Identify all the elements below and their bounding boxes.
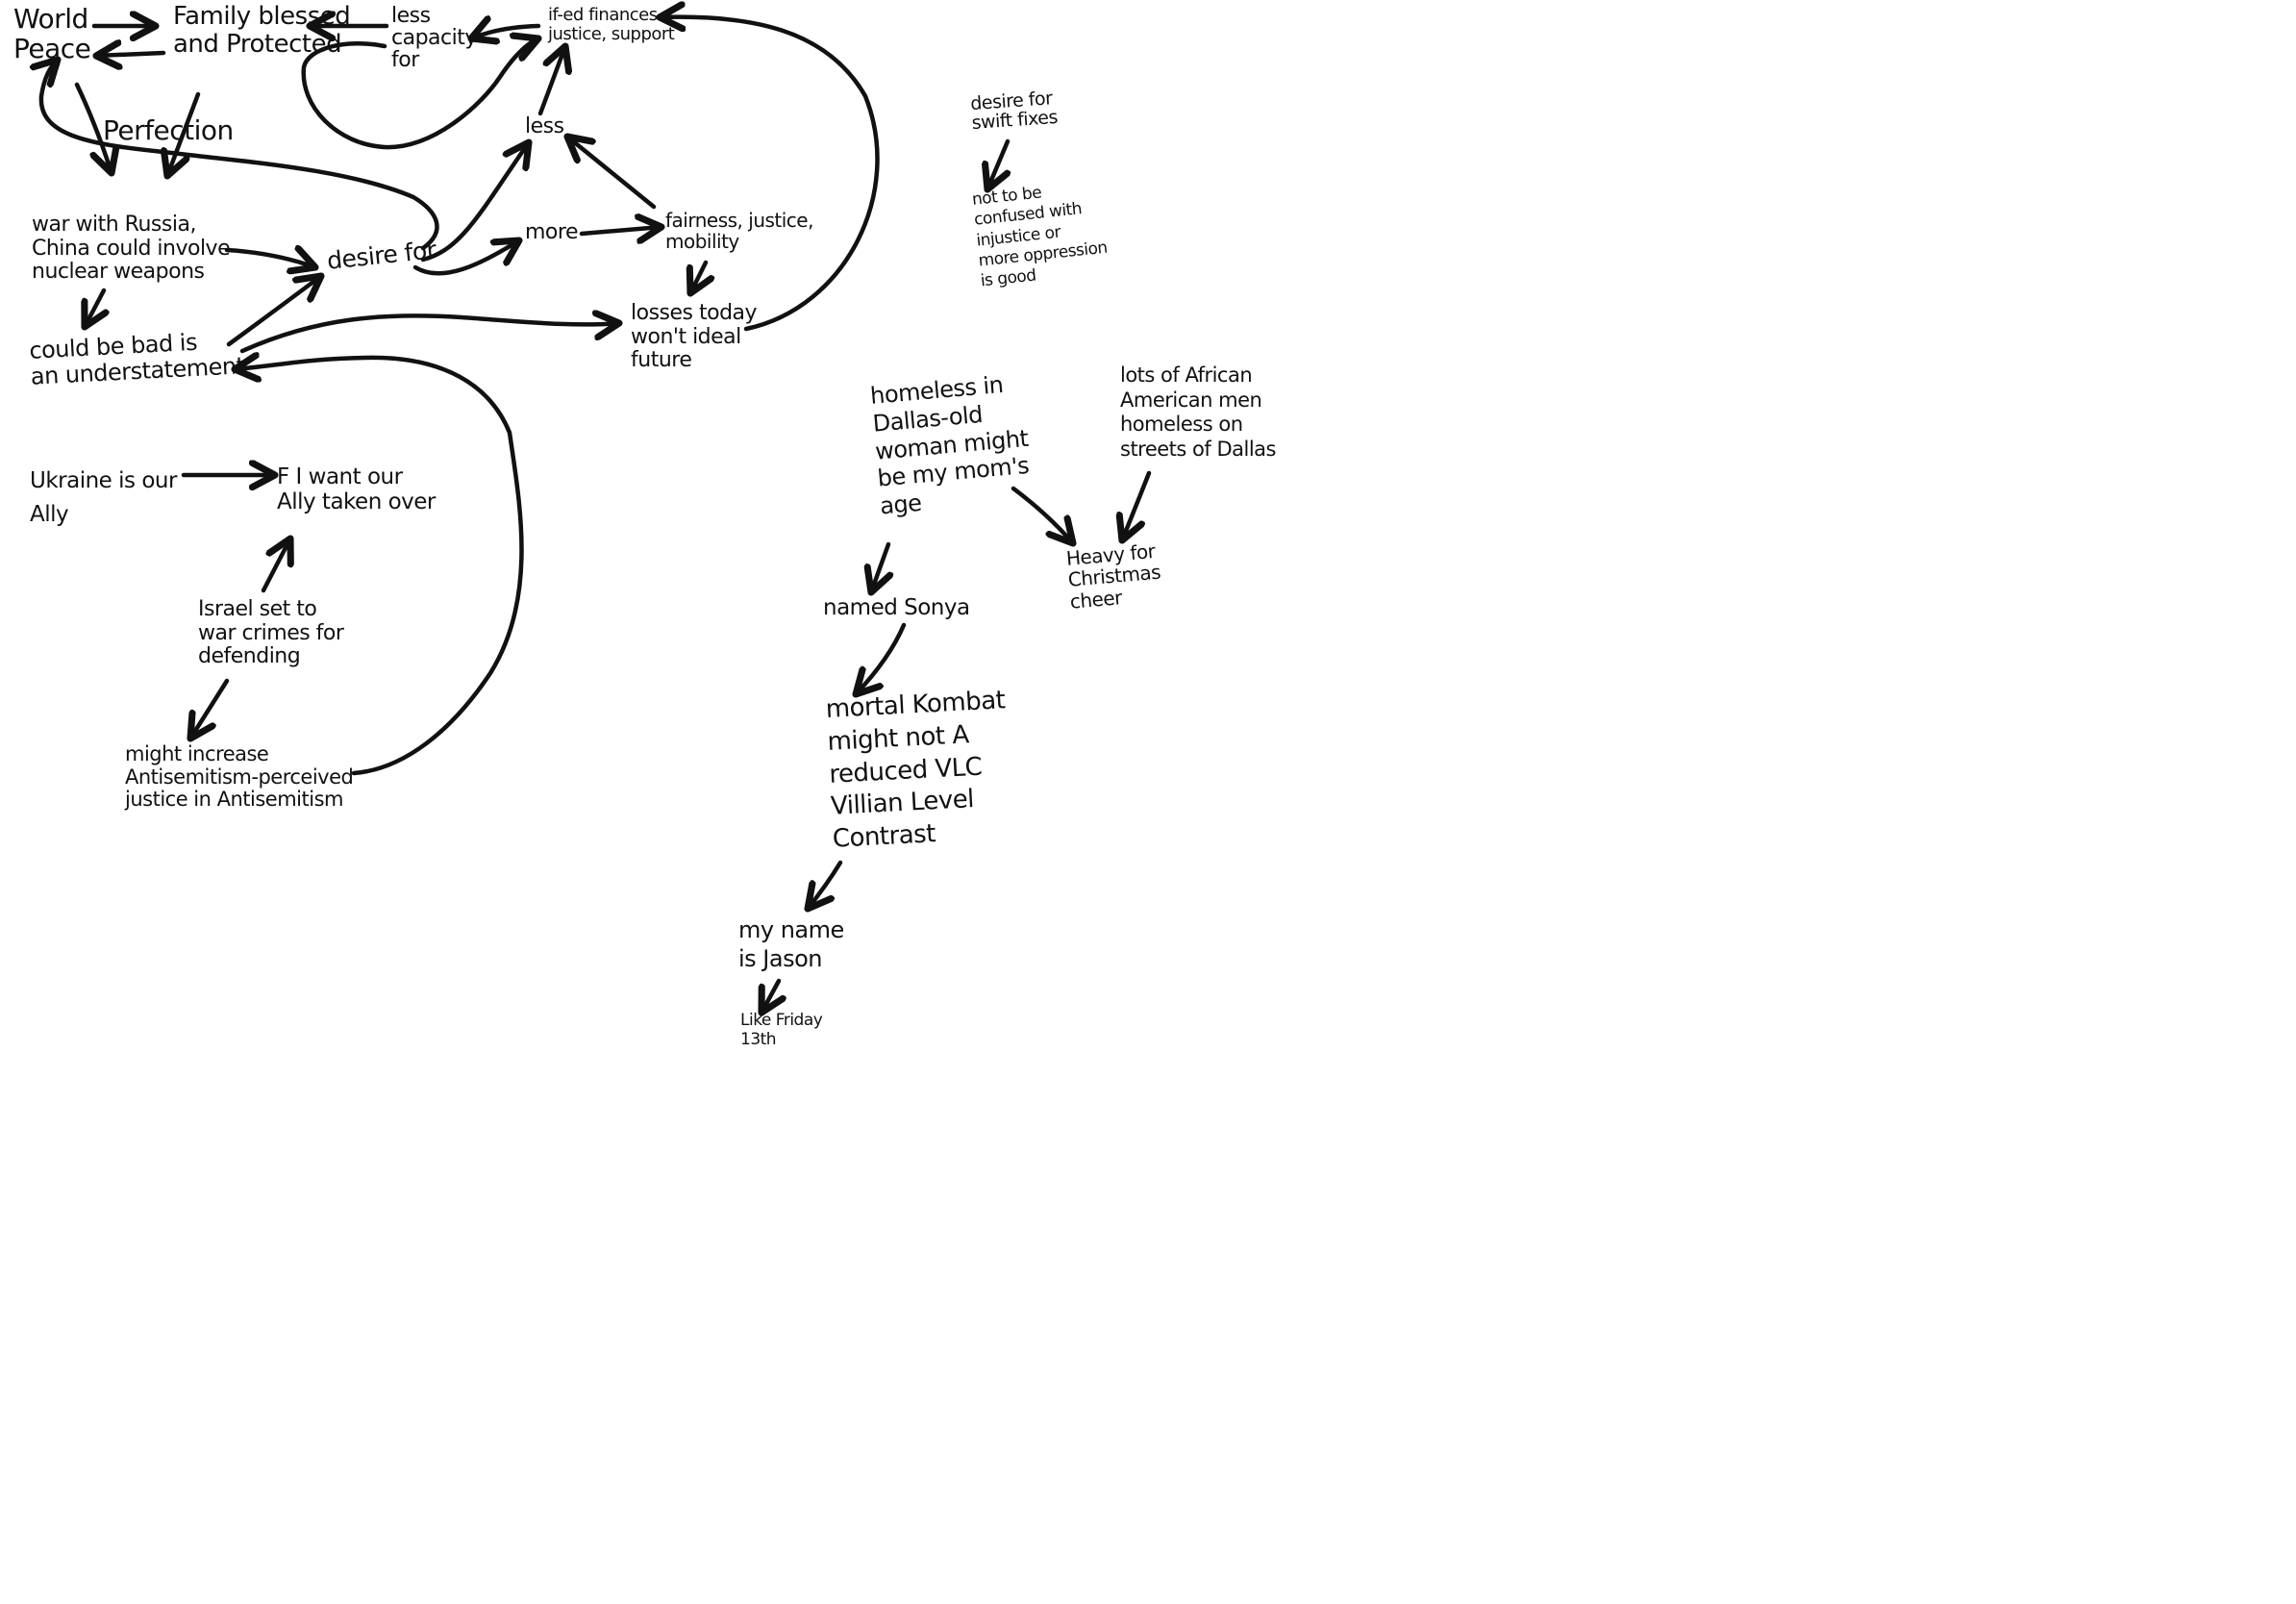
- node-text-line: Peace: [13, 33, 91, 65]
- node-text-line: streets of Dallas: [1120, 437, 1276, 461]
- edge-arrow: [41, 60, 439, 251]
- node-perfection: Perfection: [103, 114, 234, 146]
- edge-arrow: [660, 17, 880, 332]
- edge-arrow: [226, 276, 321, 347]
- node-text-line: Ukraine is our: [30, 468, 177, 493]
- edge-arrow: [261, 539, 290, 593]
- edge-arrow: [235, 358, 524, 776]
- node-text-line: is Jason: [738, 945, 822, 972]
- edge-arrow: [301, 38, 538, 150]
- node-text-line: defending: [198, 644, 301, 669]
- edge-arrow: [1122, 470, 1152, 540]
- node-text-line: Family blessed: [173, 2, 351, 31]
- node-text-line: won't ideal: [631, 324, 741, 349]
- node-named-sonya: named Sonya: [823, 595, 970, 621]
- node-text-line: Ally taken over: [277, 489, 436, 514]
- edge-arrow: [471, 26, 541, 38]
- edge-arrow: [167, 91, 201, 176]
- edge-arrow: [412, 240, 519, 276]
- edge-arrow: [224, 250, 315, 267]
- edge-arrow: [808, 860, 843, 909]
- edge-arrow: [239, 315, 619, 354]
- edge-arrow: [96, 53, 166, 56]
- node-text-line: Ally: [30, 501, 69, 527]
- node-text-line: named Sonya: [823, 595, 970, 620]
- edge-arrow: [690, 260, 706, 293]
- node-text-line: World: [13, 3, 88, 35]
- edge-arrow: [987, 138, 1008, 189]
- edge-arrow: [1011, 486, 1073, 543]
- node-text-line: 13th: [740, 1029, 777, 1049]
- node-less: less: [525, 114, 564, 139]
- node-text-line: justice, support: [548, 24, 675, 45]
- node-text-line: fairness, justice,: [665, 209, 813, 232]
- node-text-line: future: [631, 348, 692, 373]
- edge-arrow: [567, 137, 657, 210]
- edge-arrow: [856, 622, 907, 694]
- node-text-line: nuclear weapons: [32, 260, 205, 285]
- node-text-line: more: [525, 220, 579, 244]
- node-more: more: [525, 220, 579, 245]
- edge-arrow: [871, 541, 888, 592]
- edge-arrow: [579, 227, 661, 234]
- edge-arrow: [190, 678, 230, 739]
- edge-arrow: [420, 142, 529, 263]
- node-text-line: capacity: [391, 26, 477, 51]
- node-text-line: and Protected: [173, 30, 342, 60]
- node-text-line: American men: [1120, 388, 1262, 412]
- edge-arrow: [761, 978, 779, 1013]
- node-text-line: losses today: [631, 301, 758, 325]
- node-text-line: for: [391, 48, 419, 73]
- node-text-line: might increase: [125, 742, 269, 765]
- node-text-line: Antisemitism-perceived: [125, 764, 354, 789]
- node-text-line: lots of African: [1120, 363, 1253, 387]
- node-text-line: less: [525, 114, 564, 138]
- node-text-line: justice in Antisemitism: [125, 788, 343, 812]
- node-text-line: homeless on: [1120, 413, 1243, 437]
- edge-arrow: [85, 288, 104, 327]
- node-text-line: mobility: [665, 230, 739, 254]
- node-text-line: F I want our: [277, 464, 403, 489]
- node-text-line: Israel set to: [198, 597, 317, 621]
- edge-arrow: [537, 46, 565, 116]
- node-text-line: less: [391, 4, 431, 28]
- node-text-line: war with Russia,: [32, 213, 196, 237]
- edge-arrow: [74, 82, 112, 173]
- node-text-line: my name: [738, 916, 844, 943]
- node-text-line: Like Friday: [740, 1011, 823, 1030]
- node-text-line: war crimes for: [198, 620, 344, 645]
- node-text-line: if-ed finances: [548, 5, 658, 25]
- node-text-line: China could involve: [32, 236, 231, 261]
- node-fairness: fairness, justice,mobility: [665, 210, 813, 253]
- node-text-line: Perfection: [103, 114, 234, 146]
